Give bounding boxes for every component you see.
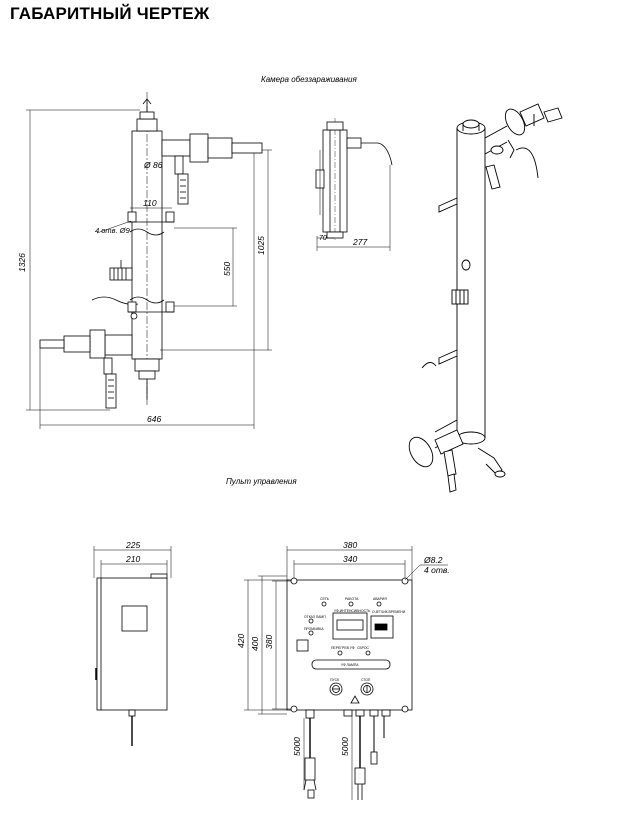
dim-holes: 4 отв. Ø9 (95, 226, 131, 235)
dim-70: 70 (319, 235, 327, 242)
dim-5000-left: 5000 (292, 737, 302, 756)
dim-380-w: 380 (343, 540, 357, 550)
dim-225: 225 (125, 540, 140, 550)
label-rabota: РАБОТА (345, 597, 359, 601)
camera-front-view (39, 92, 263, 409)
dim-380-h: 380 (264, 635, 274, 649)
label-set: СЕТЬ (320, 597, 330, 601)
camera-caption: Камера обеззараживания (261, 75, 357, 84)
panel-side-dimensions (93, 546, 172, 578)
dim-340: 340 (343, 554, 357, 564)
dim-400: 400 (250, 637, 260, 651)
label-avaria: АВАРИЯ (373, 597, 387, 601)
dim-1025: 1025 (256, 236, 266, 255)
dim-646: 646 (147, 414, 161, 424)
dim-diameter: Ø 86 (143, 160, 163, 170)
camera-isometric-view (408, 103, 563, 493)
camera-top-view (315, 118, 393, 240)
label-counter: СЧЕТЧИК ВРЕМЕНИ (372, 610, 406, 614)
label-uf-lamp: УФ ЛАМПА (341, 663, 359, 667)
dim-550: 550 (222, 262, 232, 276)
dim-210: 210 (125, 554, 140, 564)
camera-front-dimensions (26, 109, 272, 429)
dim-110: 110 (143, 198, 157, 208)
dim-277: 277 (352, 237, 367, 247)
panel-front-view (286, 577, 413, 800)
dim-5000-right: 5000 (340, 737, 350, 756)
dim-1326: 1326 (17, 253, 27, 272)
label-pusk: ПУСК (330, 678, 339, 682)
panel-labels: СЕТЬ РАБОТА АВАРИЯ УФ-ИНТЕНСИВНОСТЬ СЧЕТ… (304, 597, 406, 682)
dim-hole-dia: Ø8.2 (423, 555, 443, 565)
panel-front-dimensions (244, 546, 448, 800)
camera-top-dimensions (316, 165, 391, 251)
label-sbros: СБРОС (357, 646, 369, 650)
label-uf-dose: УФ-ИНТЕНСИВНОСТЬ (334, 609, 371, 613)
dim-hole-count: 4 отв. (424, 565, 450, 575)
label-pered-uf: ПЕРЕГРЕВ УФ (331, 646, 355, 650)
panel-side-view (95, 573, 168, 746)
label-stop: СТОП (361, 678, 371, 682)
dim-420: 420 (236, 634, 246, 648)
label-lamp-fail: ОТКАЗ ЛАМП (304, 615, 326, 619)
page-title: ГАБАРИТНЫЙ ЧЕРТЕЖ (10, 4, 210, 23)
label-prom: ПРОМЫВКА (304, 627, 324, 631)
panel-caption: Пульт управления (226, 477, 297, 486)
